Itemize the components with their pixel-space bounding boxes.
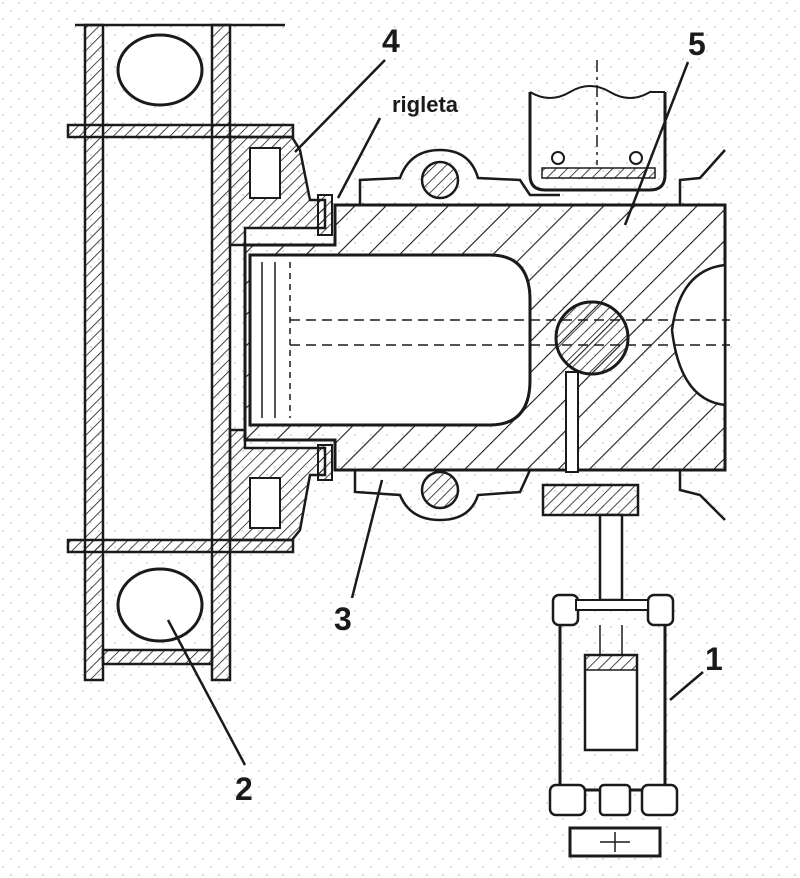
top-clamp [528, 60, 667, 192]
leader-4 [294, 59, 386, 153]
bottom-rail [353, 469, 726, 522]
leader-3 [350, 479, 384, 599]
bottom-roller [116, 567, 204, 643]
callout-5: 5 [688, 26, 706, 62]
callout-labels: 4 rigleta 5 3 1 2 [235, 23, 723, 807]
callout-2: 2 [235, 771, 253, 807]
leader-5 [623, 61, 690, 226]
callout-1: 1 [705, 641, 723, 677]
leader-lines [166, 59, 704, 766]
leader-2 [166, 619, 247, 766]
leader-1 [669, 671, 704, 701]
shaft-section [243, 203, 730, 473]
leader-rigleta [336, 117, 382, 199]
top-roller [116, 33, 204, 107]
cross-pin [554, 300, 630, 376]
callout-rigleta: rigleta [392, 92, 459, 117]
left-frame [66, 23, 295, 682]
callout-4: 4 [382, 23, 400, 59]
bearing-housing [228, 135, 333, 542]
top-rail [358, 148, 726, 205]
spring-clamp-assembly [541, 483, 679, 858]
callout-3: 3 [334, 601, 352, 637]
rigleta-strip-bottom [317, 444, 333, 481]
rigleta-strip-top [317, 194, 333, 236]
